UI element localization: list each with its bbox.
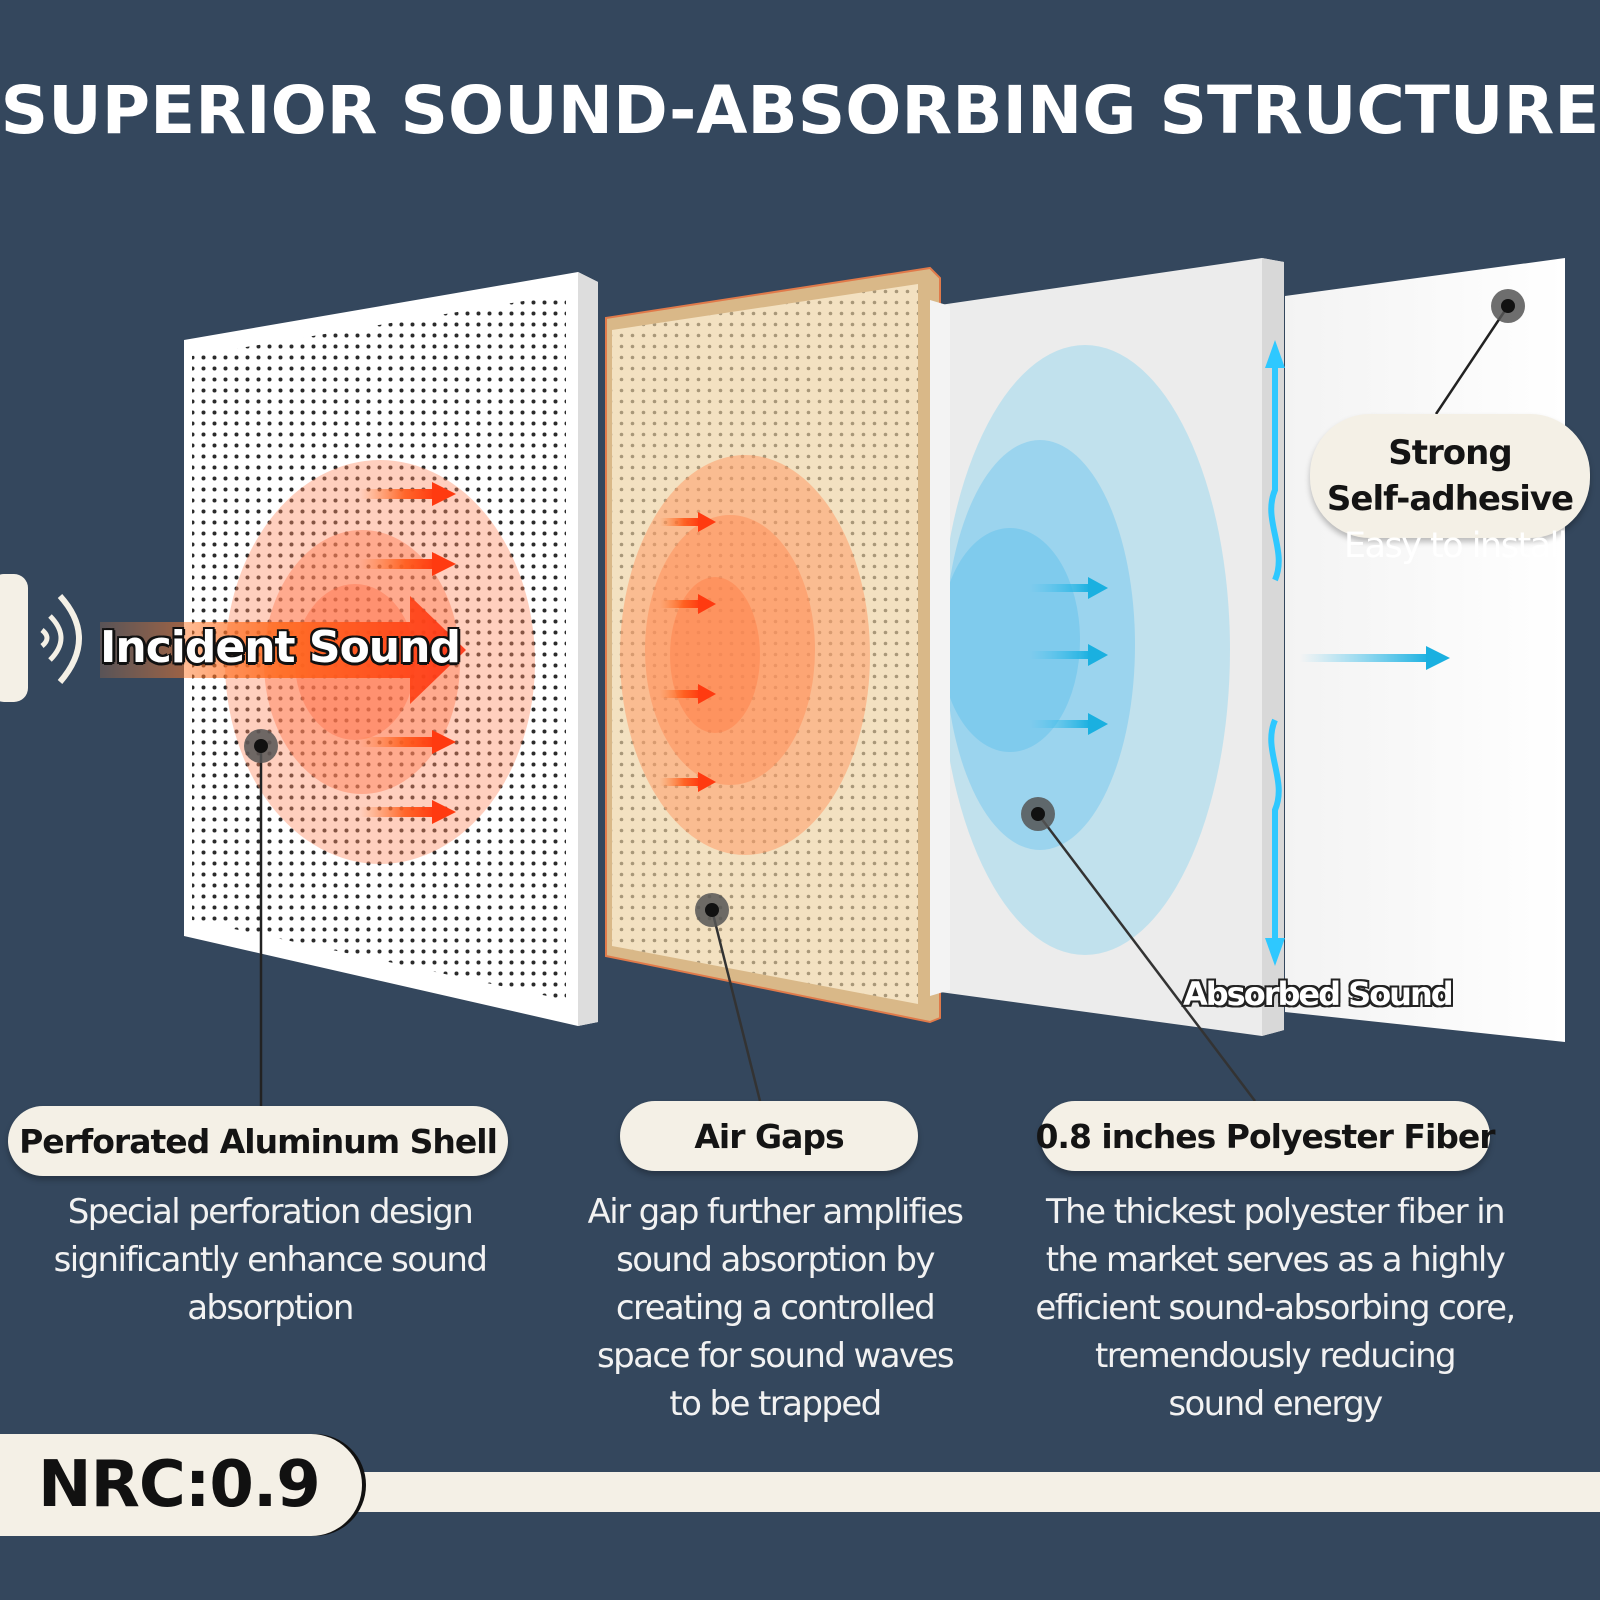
description-line: the market serves as a highly [1045, 1240, 1506, 1280]
adhesive-callout-pill: Strong Self-adhesive [1310, 414, 1590, 538]
description-line: to be trapped [669, 1384, 882, 1424]
description-line: creating a controlled [615, 1288, 936, 1328]
callout-description-polyester: The thickest polyester fiber in the mark… [1010, 1188, 1540, 1428]
description-line: absorption [187, 1288, 354, 1328]
callout-title: 0.8 inches Polyester Fiber [1035, 1116, 1495, 1156]
description-line: significantly enhance sound [53, 1240, 488, 1280]
description-line: sound energy [1168, 1384, 1383, 1424]
adhesive-subtitle: Easy to install [1343, 526, 1568, 566]
description-line: tremendously reducing [1094, 1336, 1457, 1376]
callout-title: Air Gaps [694, 1116, 844, 1156]
air-gap-panel [605, 266, 950, 1024]
callout-description-aluminum: Special perforation design significantly… [20, 1188, 520, 1332]
nrc-value: NRC:0.9 [38, 1448, 321, 1522]
adhesive-title-line2: Self-adhesive [1326, 479, 1574, 519]
description-line: efficient sound-absorbing core, [1035, 1288, 1516, 1328]
adhesive-title-line1: Strong [1388, 433, 1512, 473]
callout-leaders [244, 289, 1525, 1106]
adhesive-layer-panel [1285, 258, 1565, 1042]
callout-description-air-gaps: Air gap further amplifies sound absorpti… [560, 1188, 990, 1428]
callout-pill-air-gaps: Air Gaps [620, 1101, 918, 1171]
description-line: sound absorption by [616, 1240, 935, 1280]
callout-title: Perforated Aluminum Shell [19, 1121, 498, 1161]
absorbed-sound-label: Absorbed Sound [1183, 975, 1454, 1013]
callout-pill-polyester: 0.8 inches Polyester Fiber [1035, 1101, 1496, 1171]
polyester-fiber-panel [940, 258, 1285, 1036]
nrc-badge: NRC:0.9 [0, 1434, 362, 1536]
description-line: The thickest polyester fiber in [1045, 1192, 1506, 1232]
description-line: Air gap further amplifies [587, 1192, 964, 1232]
incident-sound-label: Incident Sound [100, 622, 461, 673]
description-line: space for sound waves [597, 1336, 955, 1376]
speaker-icon [0, 574, 82, 702]
absorbed-wave-arrows [1030, 577, 1450, 735]
description-line: Special perforation design [67, 1192, 474, 1232]
page-title: SUPERIOR SOUND-ABSORBING STRUCTURE [0, 72, 1600, 149]
callout-pill-aluminum: Perforated Aluminum Shell [8, 1106, 508, 1176]
nrc-bar [300, 1472, 1600, 1512]
incident-wave-arrows [100, 482, 716, 824]
